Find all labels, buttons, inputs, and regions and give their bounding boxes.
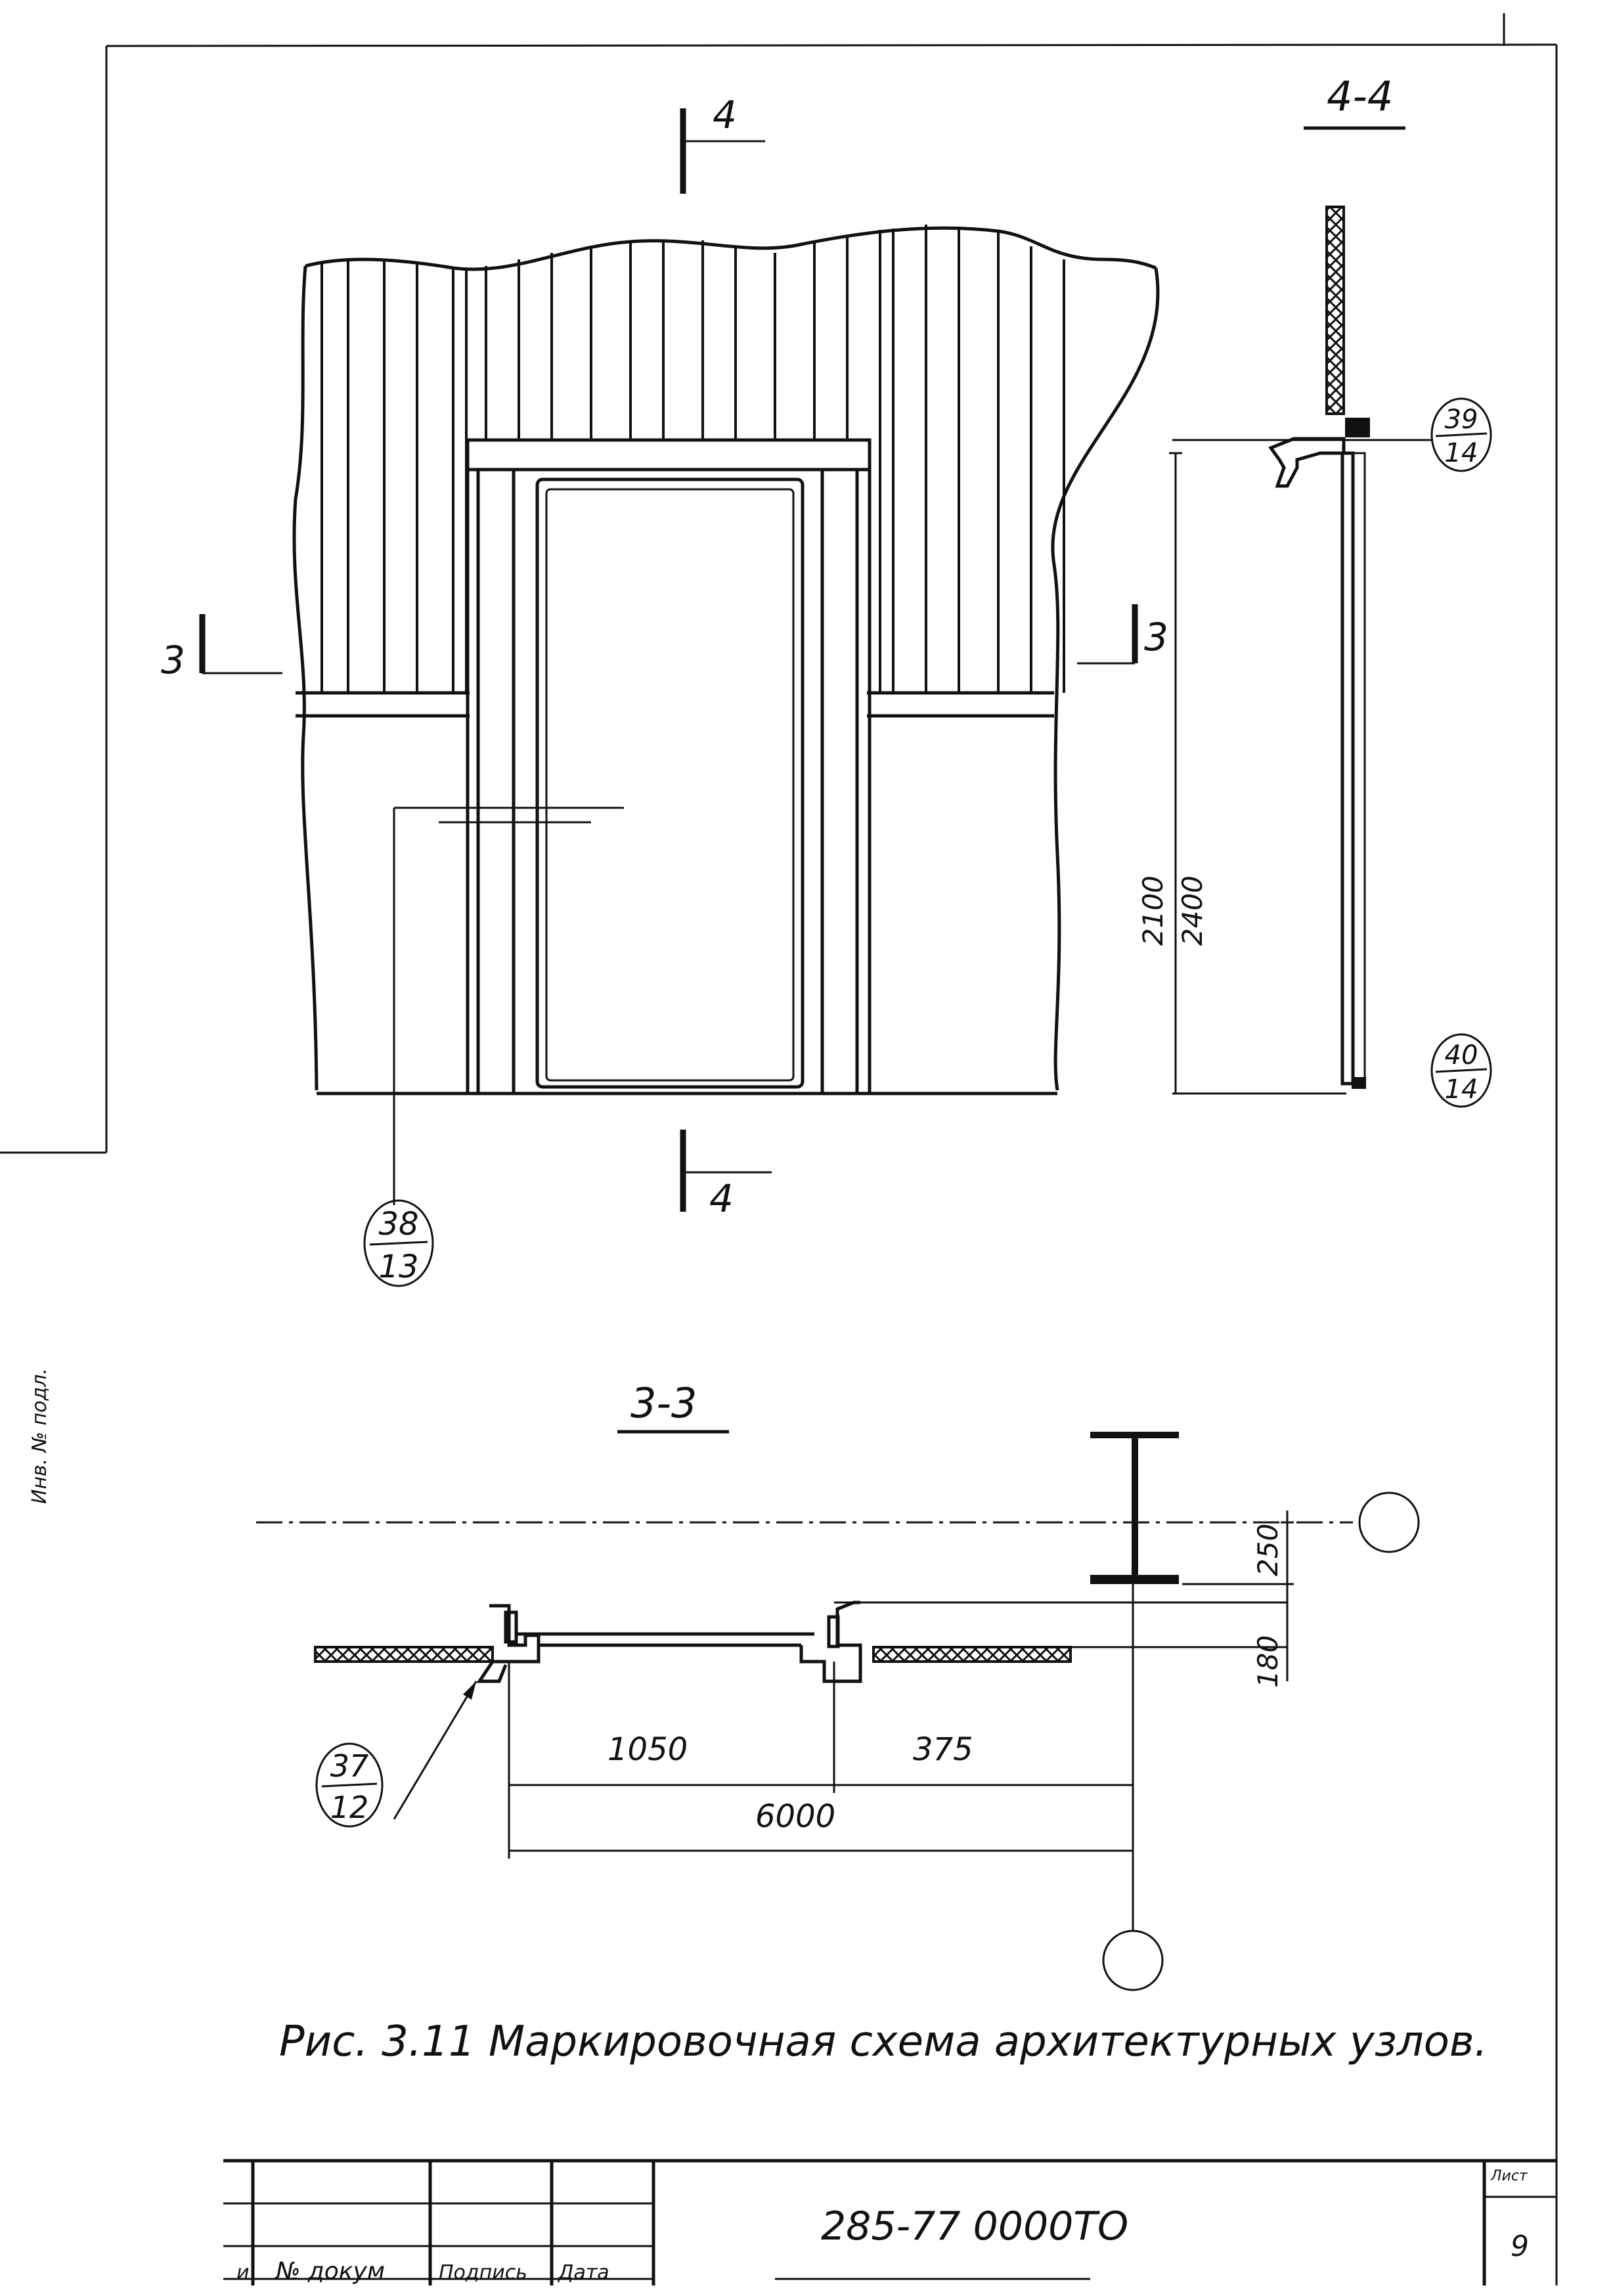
node-39-top: 39 xyxy=(1445,405,1478,435)
grid-axis-circle-bottom xyxy=(1102,1930,1164,1991)
section-3-3: 3-3 250 180 xyxy=(256,1379,1420,1991)
node-40-callout: 40 14 xyxy=(1430,1033,1492,1108)
section-mark-4-top: 4 xyxy=(680,93,765,194)
sheet-frame xyxy=(0,13,1558,2285)
wall-panel-section xyxy=(1325,206,1345,415)
wall-panel-right xyxy=(872,1646,1072,1663)
section-mark-3-right: 3 xyxy=(1077,604,1168,665)
col-doc-no: № докум xyxy=(275,2258,385,2285)
title-block: 285-77 0000ТО Лист 9 и № докум Подпись Д… xyxy=(223,2159,1557,2285)
section-3-3-title: 3-3 xyxy=(630,1379,697,1427)
node-38-leader xyxy=(393,806,624,1205)
col-row: и xyxy=(236,2261,250,2284)
section-mark-4-bottom: 4 xyxy=(680,1130,772,1221)
wall-panel-left xyxy=(314,1646,494,1663)
node-39-bottom: 14 xyxy=(1445,438,1478,468)
corrugation-left xyxy=(320,261,468,693)
col-date: Дата xyxy=(557,2261,609,2284)
section-3-left-label: 3 xyxy=(161,638,185,682)
sheet-label: Лист xyxy=(1490,2168,1528,2184)
section-4-top-label: 4 xyxy=(713,93,737,137)
elevation-break-line xyxy=(305,226,1157,271)
document-code: 285-77 0000ТО xyxy=(821,2203,1128,2249)
sheet-number: 9 xyxy=(1511,2230,1529,2263)
dim-6000: 6000 xyxy=(755,1798,835,1835)
dim-375: 375 xyxy=(913,1731,973,1768)
door-leaf xyxy=(535,477,805,1089)
node-40-top: 40 xyxy=(1445,1040,1478,1071)
dim-250: 250 xyxy=(1252,1524,1284,1576)
section-4-4-title: 4-4 xyxy=(1327,72,1393,120)
i-beam xyxy=(1090,1432,1179,1584)
section-3-right-label: 3 xyxy=(1144,615,1168,659)
section-mark-3-left: 3 xyxy=(161,614,282,682)
side-stamp: Инв. № подл. xyxy=(28,1368,51,1504)
elevation-left-edge xyxy=(292,265,319,1091)
node-38-bottom: 13 xyxy=(378,1248,418,1285)
lintel-profile xyxy=(1268,437,1346,488)
dim-2400: 2400 xyxy=(1176,875,1208,946)
corrugation-top xyxy=(485,235,849,440)
figure-caption: Рис. 3.11 Маркировочная схема архитектур… xyxy=(279,2018,1488,2066)
grid-axis-circle-right xyxy=(1358,1491,1420,1553)
node-38-callout: 38 13 xyxy=(363,1199,434,1287)
node-37-top: 37 xyxy=(330,1748,369,1784)
node-37-callout: 37 12 xyxy=(315,1742,384,1828)
dim-1050: 1050 xyxy=(608,1731,688,1768)
node-37-bottom: 12 xyxy=(330,1790,369,1825)
node-39-callout: 39 14 xyxy=(1430,397,1492,472)
section-4-bottom-label: 4 xyxy=(709,1176,734,1221)
node-40-bottom: 14 xyxy=(1445,1074,1478,1105)
corrugation-right xyxy=(879,225,1065,693)
section-4-4: 4-4 2100 2400 39 14 40 14 xyxy=(1137,72,1492,1108)
elevation-right-edge xyxy=(1051,267,1160,1091)
elevation-view xyxy=(292,225,1160,1205)
dim-180: 180 xyxy=(1252,1635,1284,1688)
node-38-top: 38 xyxy=(378,1206,418,1243)
col-signature: Подпись xyxy=(439,2261,527,2284)
door-frame xyxy=(466,438,872,1093)
dim-2100: 2100 xyxy=(1137,875,1169,946)
horizontal-band xyxy=(296,691,1054,718)
